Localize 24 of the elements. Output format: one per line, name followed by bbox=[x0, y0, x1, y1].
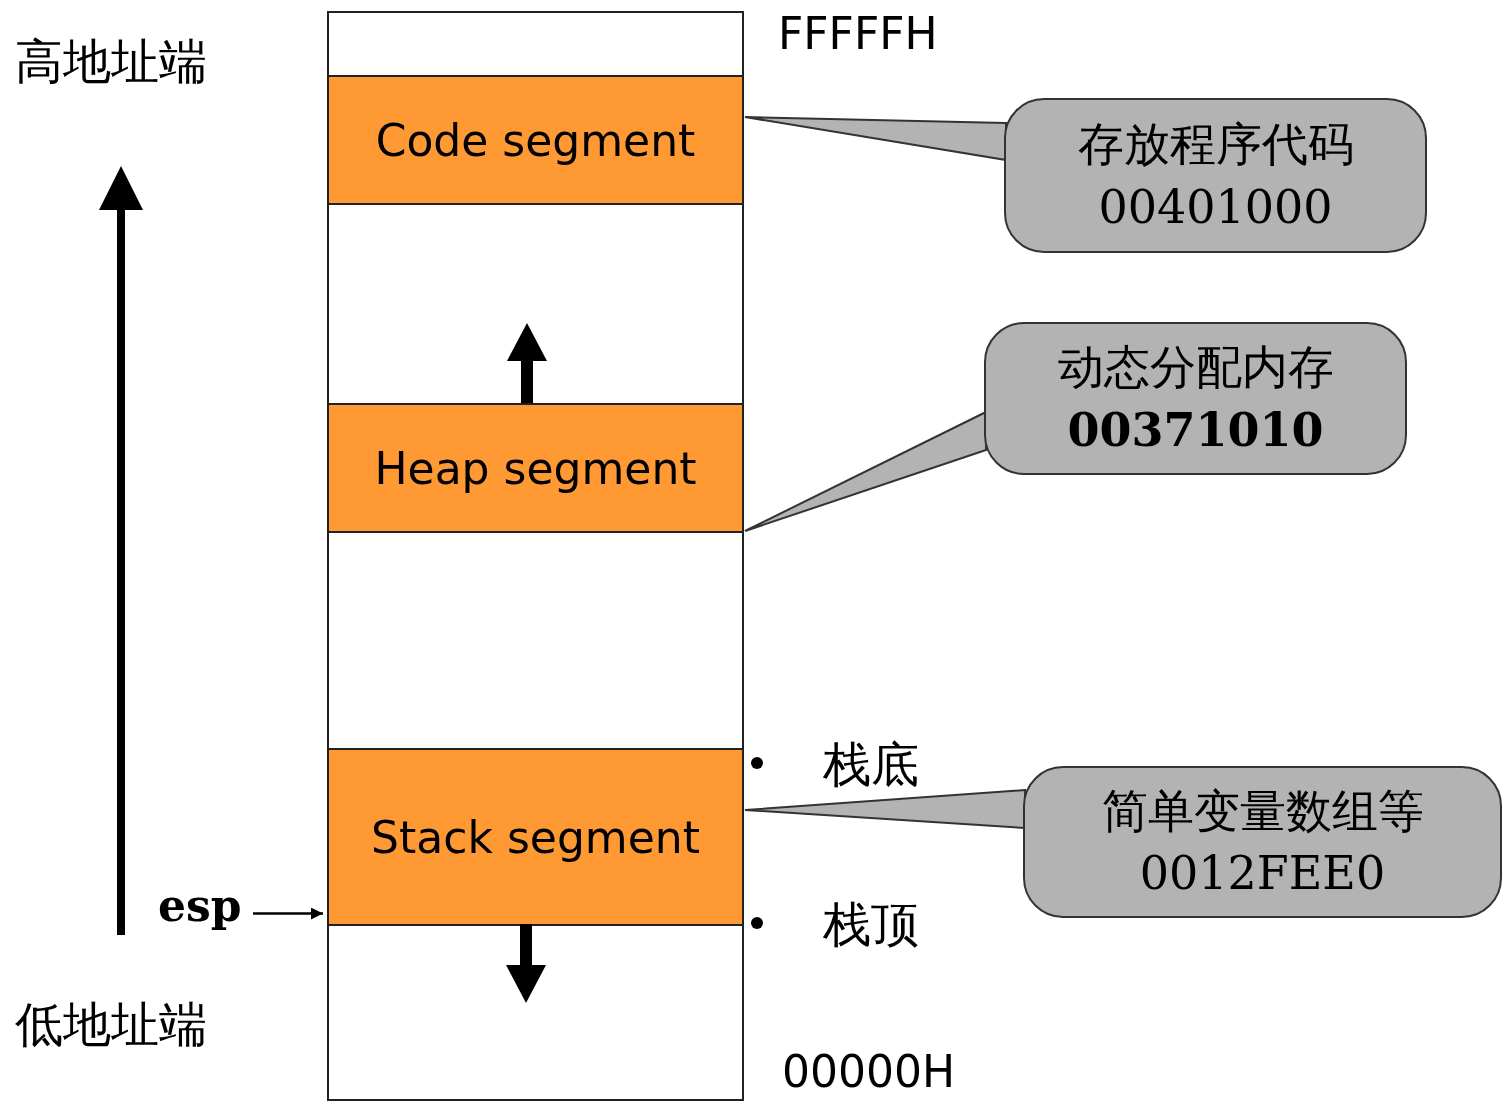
address-value: 00401000 bbox=[1098, 178, 1333, 236]
memory-segment: Heap segment bbox=[327, 403, 744, 533]
callout-bubble bbox=[1023, 766, 1502, 918]
address-end-label: 高地址端 bbox=[15, 32, 207, 91]
memory-column bbox=[327, 11, 744, 1101]
callout-text: 简单变量数组等 bbox=[1101, 782, 1424, 840]
callout-bubble bbox=[984, 322, 1407, 475]
address-end-label: 低地址端 bbox=[15, 995, 207, 1054]
address-value: 00371010 bbox=[1067, 401, 1324, 459]
callout-pointer bbox=[744, 116, 1007, 162]
address-label: 00000H bbox=[782, 1046, 956, 1097]
arrow bbox=[253, 907, 323, 920]
memory-segment: Code segment bbox=[327, 75, 744, 205]
callout-bubble bbox=[1004, 98, 1427, 253]
address-label: FFFFFH bbox=[778, 8, 938, 59]
callout-text: 动态分配内存 bbox=[1057, 339, 1334, 397]
callout-pointer bbox=[744, 410, 987, 532]
stack-bottom-label: 栈底 bbox=[823, 735, 919, 794]
callout-text: 存放程序代码 bbox=[1077, 116, 1354, 174]
register-label: esp bbox=[158, 880, 238, 936]
stack-top-label: 栈顶 bbox=[823, 895, 919, 954]
callout-pointer bbox=[744, 788, 1026, 830]
memory-segment: Stack segment bbox=[327, 748, 744, 926]
address-value: 0012FEE0 bbox=[1139, 845, 1386, 902]
